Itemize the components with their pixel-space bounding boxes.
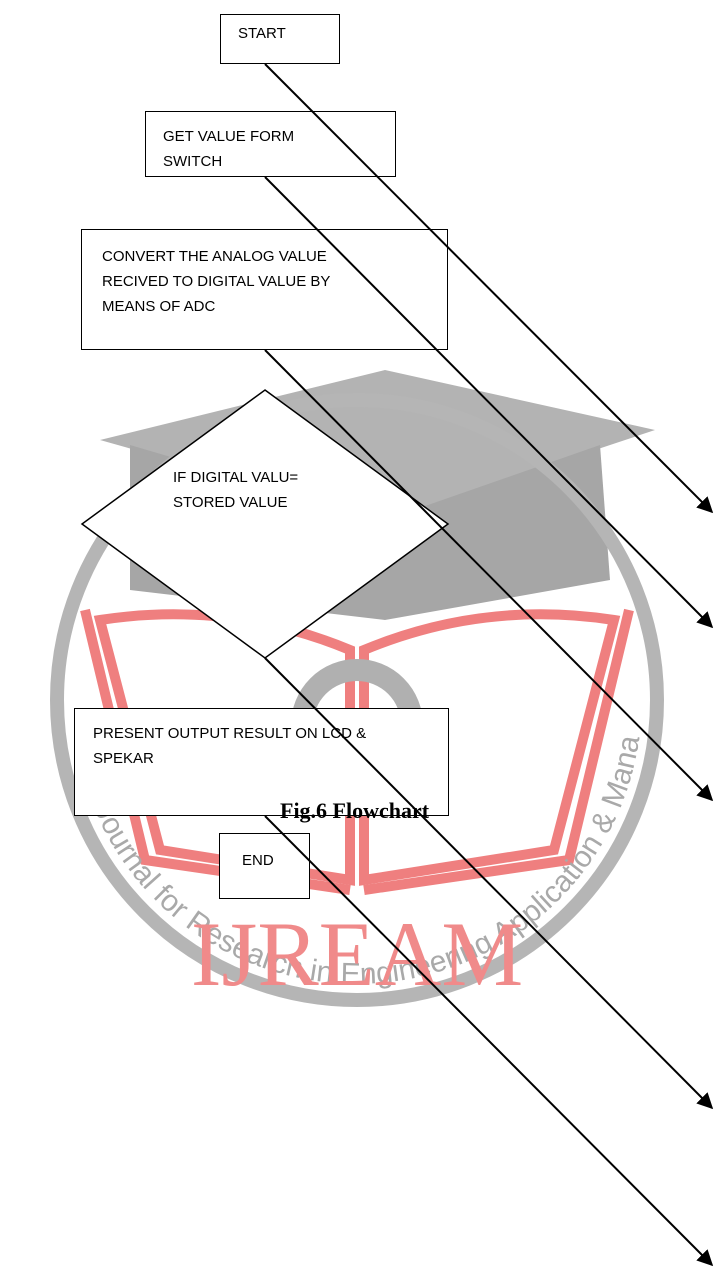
arrow-start-connector [265, 64, 712, 512]
arrow-convert-connector [265, 350, 712, 800]
arrow-get-value-connector [265, 177, 712, 627]
